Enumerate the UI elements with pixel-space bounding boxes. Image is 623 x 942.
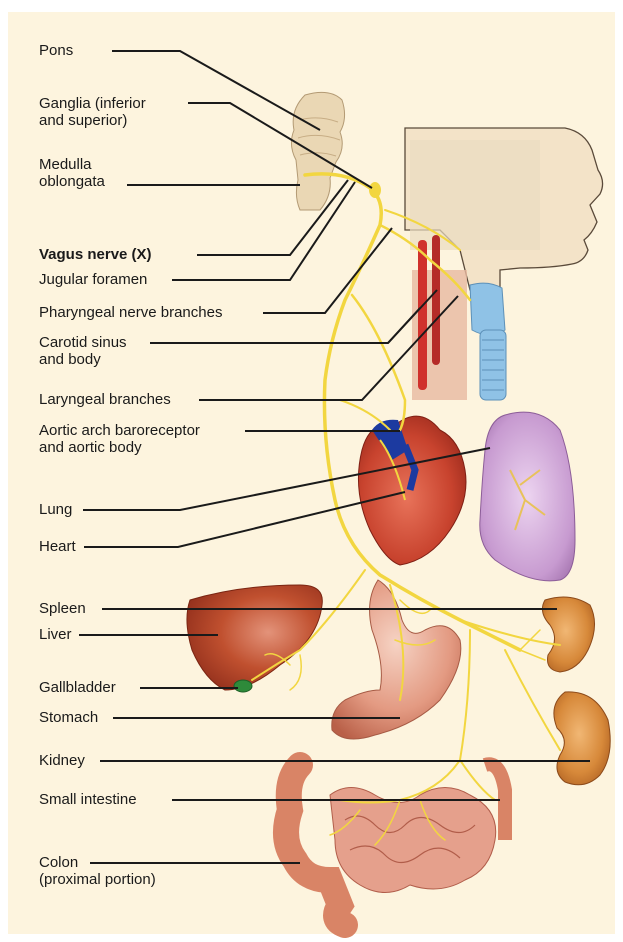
brainstem [291, 92, 344, 210]
label-gallbladder: Gallbladder [39, 679, 116, 696]
intestines [286, 764, 505, 925]
label-ganglia-line2: and superior) [39, 112, 146, 129]
label-carotid-line1: Carotid sinus [39, 334, 127, 351]
leader-heart [84, 492, 405, 547]
label-colon-line1: Colon [39, 854, 156, 871]
heart [358, 416, 466, 565]
label-carotid-line2: and body [39, 351, 127, 368]
label-aortic-line1: Aortic arch baroreceptor [39, 422, 200, 439]
label-jugular-foramen: Jugular foramen [39, 271, 147, 288]
label-medulla-line2: oblongata [39, 173, 105, 190]
label-ganglia-line1: Ganglia (inferior [39, 95, 146, 112]
label-colon-line2: (proximal portion) [39, 871, 156, 888]
label-vagus-nerve: Vagus nerve (X) [39, 246, 152, 263]
label-small-intestine: Small intestine [39, 791, 137, 808]
label-aortic-line2: and aortic body [39, 439, 200, 456]
label-colon: Colon (proximal portion) [39, 854, 156, 888]
label-spleen: Spleen [39, 600, 86, 617]
liver [187, 585, 322, 690]
label-liver: Liver [39, 626, 72, 643]
label-ganglia: Ganglia (inferior and superior) [39, 95, 146, 129]
label-laryngeal-branches: Laryngeal branches [39, 391, 171, 408]
label-stomach: Stomach [39, 709, 98, 726]
label-kidney: Kidney [39, 752, 85, 769]
gallbladder [234, 680, 252, 692]
label-medulla: Medulla oblongata [39, 156, 105, 190]
stomach [332, 580, 461, 739]
label-lung: Lung [39, 501, 72, 518]
label-pons: Pons [39, 42, 73, 59]
label-carotid: Carotid sinus and body [39, 334, 127, 368]
label-pharyngeal-branches: Pharyngeal nerve branches [39, 304, 222, 321]
label-heart: Heart [39, 538, 76, 555]
kidney [554, 692, 610, 785]
label-aortic: Aortic arch baroreceptor and aortic body [39, 422, 200, 456]
lung [480, 412, 575, 581]
label-medulla-line1: Medulla [39, 156, 105, 173]
